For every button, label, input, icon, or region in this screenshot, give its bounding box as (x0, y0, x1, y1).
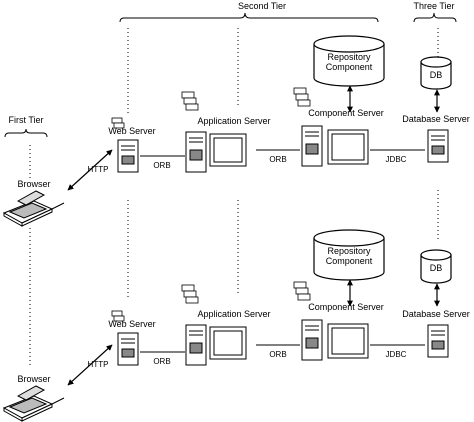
component-repository: Component Repository (313, 35, 385, 87)
orb-1-label: ORB (153, 357, 170, 366)
browser-label: Browser (17, 374, 50, 384)
repository-line1: Component (326, 256, 373, 266)
db-server-label: Database Server (402, 309, 470, 319)
server-tower-icon (301, 125, 323, 167)
second-tier-brace (119, 12, 379, 23)
repository-line2: Repository (327, 246, 371, 256)
component-server-node: Component Server (293, 87, 384, 167)
row-1: Browser HTTP Web Server ORB (2, 35, 470, 227)
server-tower-icon (117, 332, 139, 366)
web-server-label: Web Server (108, 126, 155, 136)
monitor-icon (327, 129, 369, 165)
tier-braces (4, 12, 457, 138)
repository-line1: Component (326, 62, 373, 72)
server-tower-icon (301, 319, 323, 361)
second-tier-label: Second Tier (238, 1, 286, 11)
component-server-label: Component Server (308, 108, 384, 118)
component-stack-icon (111, 117, 125, 129)
component-stack-icon (293, 87, 311, 107)
component-stack-icon (111, 310, 125, 322)
cylinder-icon (313, 229, 385, 281)
server-tower-icon (427, 324, 449, 358)
http-label: HTTP (88, 360, 109, 369)
http-arrow (67, 149, 113, 191)
first-tier-label: First Tier (9, 115, 44, 125)
jdbc-label: JDBC (386, 350, 407, 359)
cylinder-icon (420, 56, 452, 90)
server-tower-icon (427, 129, 449, 163)
app-server-node: Application Server (181, 91, 271, 173)
app-server-label: Application Server (197, 116, 270, 126)
repository-line2: Repository (327, 52, 371, 62)
jdbc-label: JDBC (386, 155, 407, 164)
app-server-node: Application Server (181, 284, 271, 366)
third-tier-label: Three Tier (413, 1, 454, 11)
web-server-node: Web Server (108, 117, 156, 173)
browser-node: Browser (2, 179, 65, 227)
db-store: DB (420, 249, 452, 284)
browser-computer-icon (2, 385, 65, 422)
browser-node: Browser (2, 374, 65, 422)
web-server-node: Web Server (108, 310, 156, 366)
web-server-label: Web Server (108, 319, 155, 329)
http-arrow (67, 344, 113, 386)
browser-computer-icon (2, 190, 65, 227)
component-stack-icon (293, 281, 311, 301)
first-tier-brace (4, 128, 48, 138)
db-server-label: Database Server (402, 114, 470, 124)
monitor-icon (209, 133, 247, 167)
db-server-node: Database Server (402, 309, 470, 358)
http-label: HTTP (88, 165, 109, 174)
component-repository: Component Repository (313, 229, 385, 281)
browser-label: Browser (17, 179, 50, 189)
db-label: DB (430, 263, 443, 273)
db-label: DB (430, 70, 443, 80)
orb-2-label: ORB (269, 350, 286, 359)
app-server-label: Application Server (197, 309, 270, 319)
third-tier-brace (413, 12, 457, 23)
component-stack-icon (181, 284, 199, 304)
db-store: DB (420, 56, 452, 90)
server-tower-icon (117, 139, 139, 173)
component-server-label: Component Server (308, 302, 384, 312)
monitor-icon (209, 326, 247, 360)
server-tower-icon (185, 131, 207, 173)
server-tower-icon (185, 324, 207, 366)
orb-1-label: ORB (153, 161, 170, 170)
cylinder-icon (420, 249, 452, 284)
orb-2-label: ORB (269, 155, 286, 164)
component-server-node: Component Server (293, 281, 384, 361)
monitor-icon (327, 323, 369, 359)
cylinder-icon (313, 35, 385, 87)
row-2: Browser HTTP Web Server ORB (2, 229, 470, 422)
db-server-node: Database Server (402, 114, 470, 163)
tier-guides (29, 28, 439, 368)
component-stack-icon (181, 91, 199, 111)
